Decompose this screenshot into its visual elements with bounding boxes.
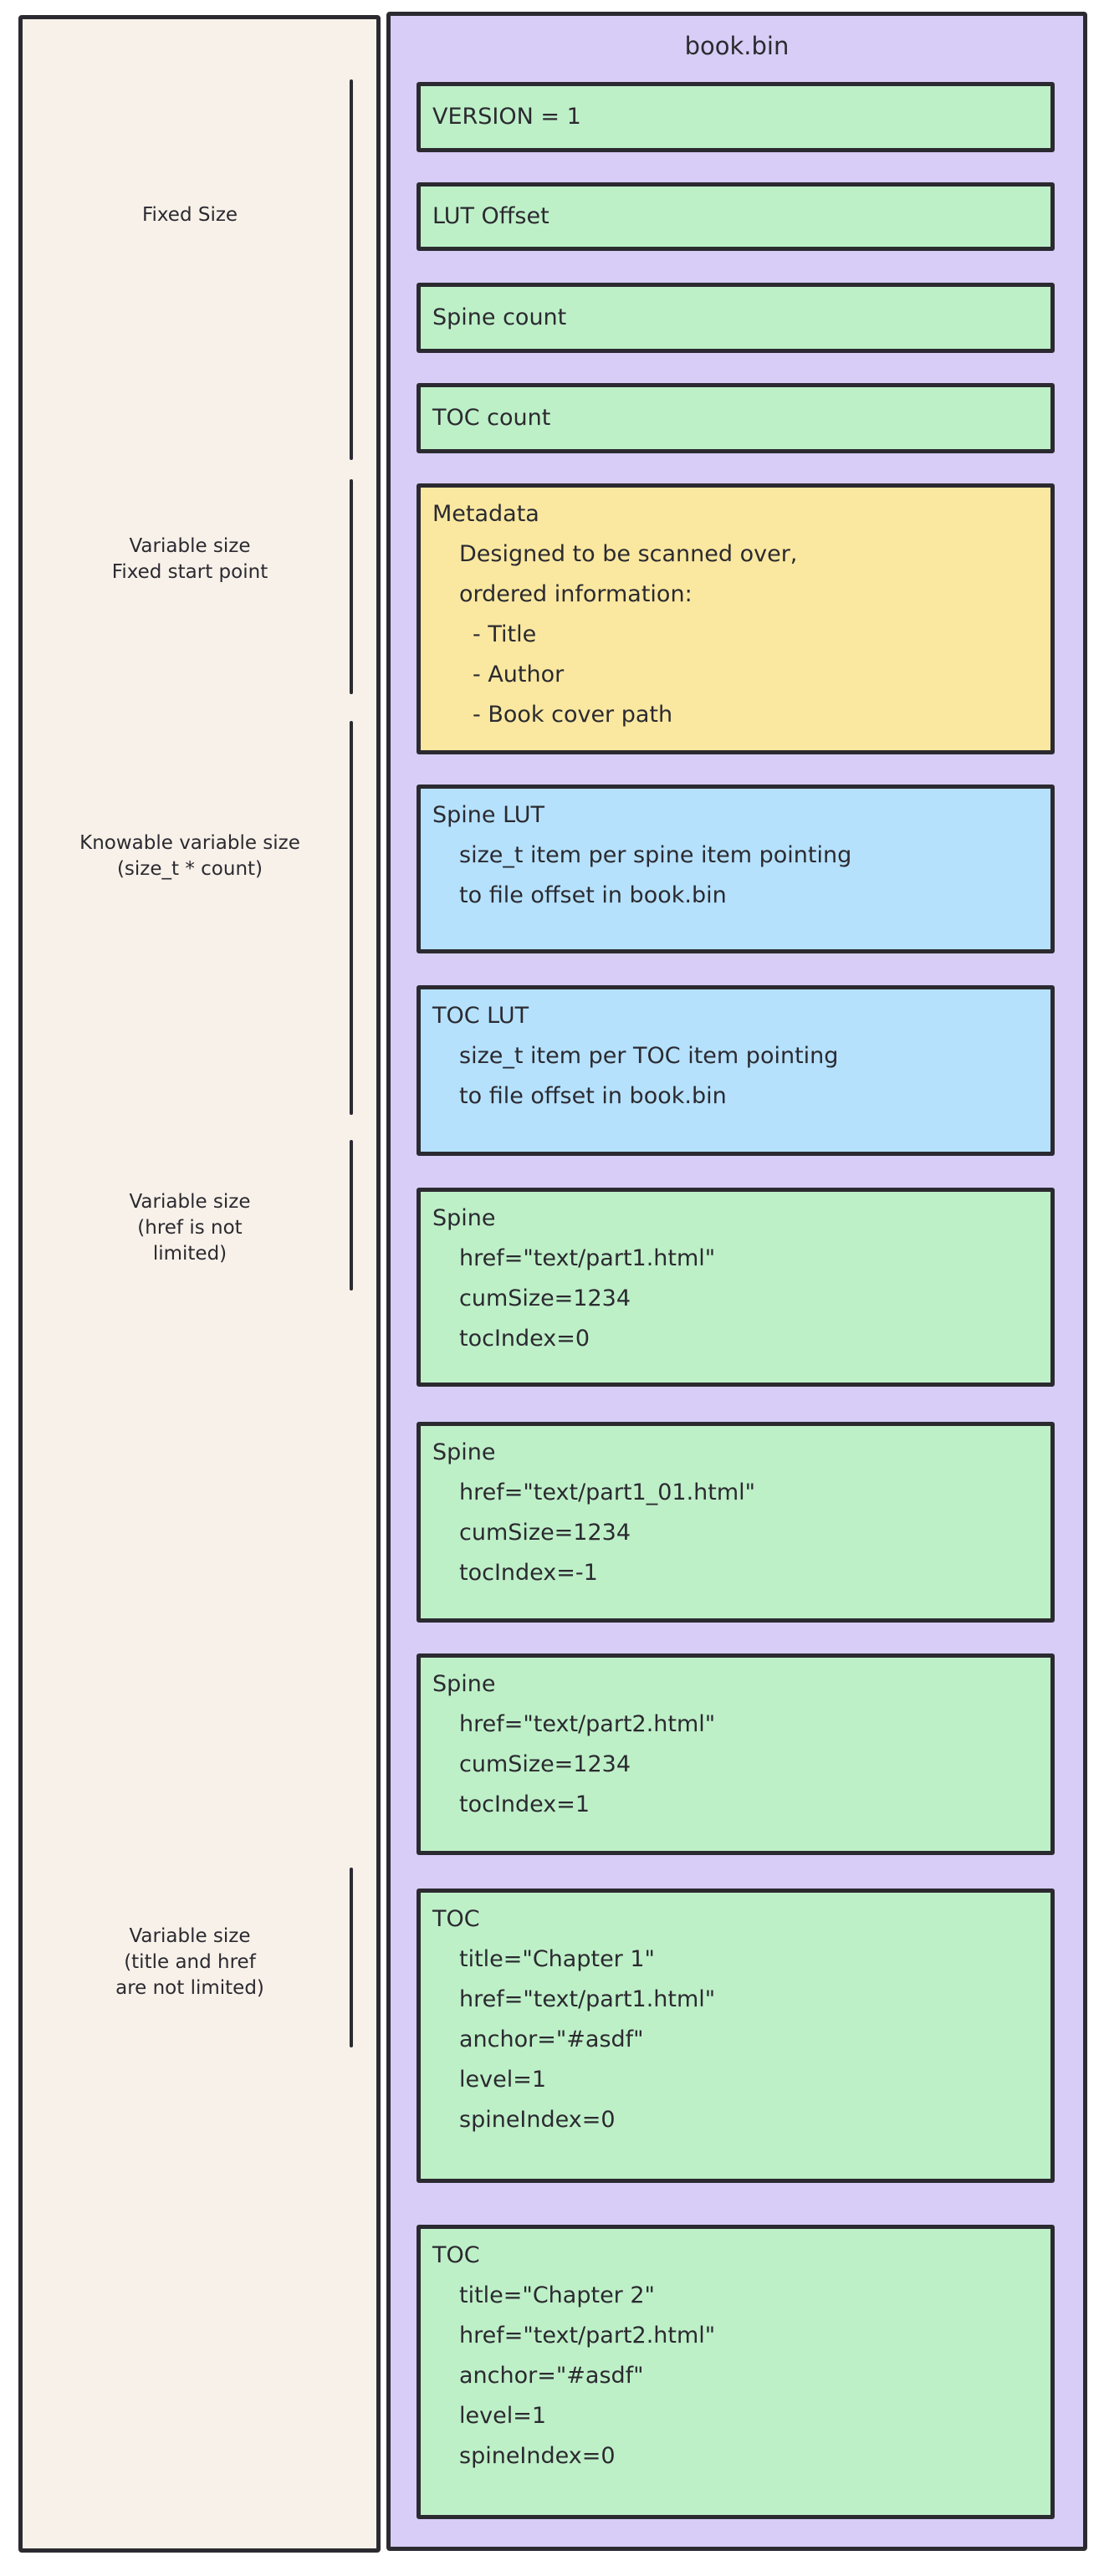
box-line: cumSize=1234 (459, 1285, 631, 1311)
box-line: href="text/part2.html" (459, 1711, 716, 1737)
box-line: href="text/part2.html" (459, 2323, 716, 2349)
box-line: level=1 (459, 2403, 547, 2429)
box-line: size_t item per TOC item pointing (459, 1043, 839, 1069)
bracket-variable-size-fixed-start (350, 479, 353, 694)
box-line: anchor="#asdf" (459, 2363, 644, 2389)
label-fixed-size: Fixed Size (39, 202, 340, 228)
box-line: anchor="#asdf" (459, 2027, 644, 2052)
box-line: tocIndex=0 (459, 1326, 590, 1352)
bracket-variable-size-href (350, 1140, 353, 1291)
box-line: title="Chapter 2" (459, 2282, 655, 2308)
box-line: tocIndex=-1 (459, 1560, 598, 1586)
box-toc-1: TOC title="Chapter 1" href="text/part1.htm… (417, 1889, 1055, 2183)
label-line: Fixed Size (141, 204, 238, 226)
label-line: Fixed start point (111, 561, 268, 583)
box-line: size_t item per spine item pointing (459, 842, 852, 868)
box-line: ordered information: (459, 581, 693, 607)
box-toc-2: TOC title="Chapter 2" href="text/part2.htm… (417, 2225, 1055, 2519)
label-line: (href is not (137, 1217, 243, 1239)
label-line: Knowable variable size (79, 832, 300, 854)
box-line: spineIndex=0 (459, 2443, 616, 2469)
label-knowable-variable-size: Knowable variable size (size_t * count) (39, 831, 340, 882)
box-line: VERSION = 1 (432, 104, 581, 130)
box-line: TOC LUT (432, 1003, 529, 1029)
label-line: are not limited) (115, 1977, 264, 1999)
box-line: - Author (473, 662, 565, 687)
bracket-variable-size-title-href (350, 1868, 353, 2047)
box-spine-3: Spine href="text/part2.html" cumSize=1234 t… (417, 1653, 1055, 1855)
box-line: level=1 (459, 2067, 547, 2093)
label-line: (size_t * count) (116, 858, 263, 880)
box-version: VERSION = 1 (417, 82, 1055, 152)
box-spine-2: Spine href="text/part1_01.html" cumSize=12… (417, 1422, 1055, 1623)
box-line: Spine LUT (432, 802, 545, 828)
box-line: Spine (432, 1439, 496, 1465)
box-line: href="text/part1.html" (459, 1245, 716, 1271)
box-spine-lut: Spine LUT size_t item per spine item poin… (417, 785, 1055, 953)
book-bin-title: book.bin (684, 32, 790, 60)
box-toc-count: TOC count (417, 383, 1055, 453)
box-line: tocIndex=1 (459, 1791, 590, 1817)
bracket-fixed-size (350, 79, 353, 460)
box-spine-count: Spine count (417, 283, 1055, 353)
box-toc-lut: TOC LUT size_t item per TOC item pointing… (417, 985, 1055, 1156)
label-line: (title and href (124, 1951, 256, 1973)
box-line: Designed to be scanned over, (459, 541, 798, 567)
box-lut-offset: LUT Offset (417, 182, 1055, 251)
box-line: TOC count (432, 405, 551, 431)
box-line: - Title (473, 621, 537, 647)
box-line: title="Chapter 1" (459, 1946, 655, 1972)
label-line: Variable size (129, 1925, 251, 1947)
box-line: Spine (432, 1671, 496, 1697)
label-line: Variable size (129, 535, 251, 557)
bracket-knowable-variable-size (350, 721, 353, 1115)
box-line: to file offset in book.bin (459, 882, 727, 908)
box-line: cumSize=1234 (459, 1520, 631, 1546)
label-line: Variable size (129, 1191, 251, 1213)
box-line: Spine (432, 1205, 496, 1231)
box-line: Spine count (432, 304, 567, 330)
box-line: - Book cover path (473, 702, 673, 728)
box-line: LUT Offset (432, 203, 549, 229)
label-line: limited) (152, 1243, 227, 1265)
box-line: TOC (432, 2242, 480, 2268)
label-variable-size-title-href: Variable size (title and href are not limi… (39, 1924, 340, 2001)
box-line: spineIndex=0 (459, 2107, 616, 2133)
box-line: to file offset in book.bin (459, 1083, 727, 1109)
box-line: href="text/part1.html" (459, 1986, 716, 2012)
box-line: cumSize=1234 (459, 1751, 631, 1777)
box-line: Metadata (432, 501, 539, 527)
box-line: href="text/part1_01.html" (459, 1480, 756, 1505)
box-line: TOC (432, 1906, 480, 1932)
box-spine-1: Spine href="text/part1.html" cumSize=1234 t… (417, 1188, 1055, 1387)
label-variable-size-href: Variable size (href is not limited) (39, 1189, 340, 1267)
